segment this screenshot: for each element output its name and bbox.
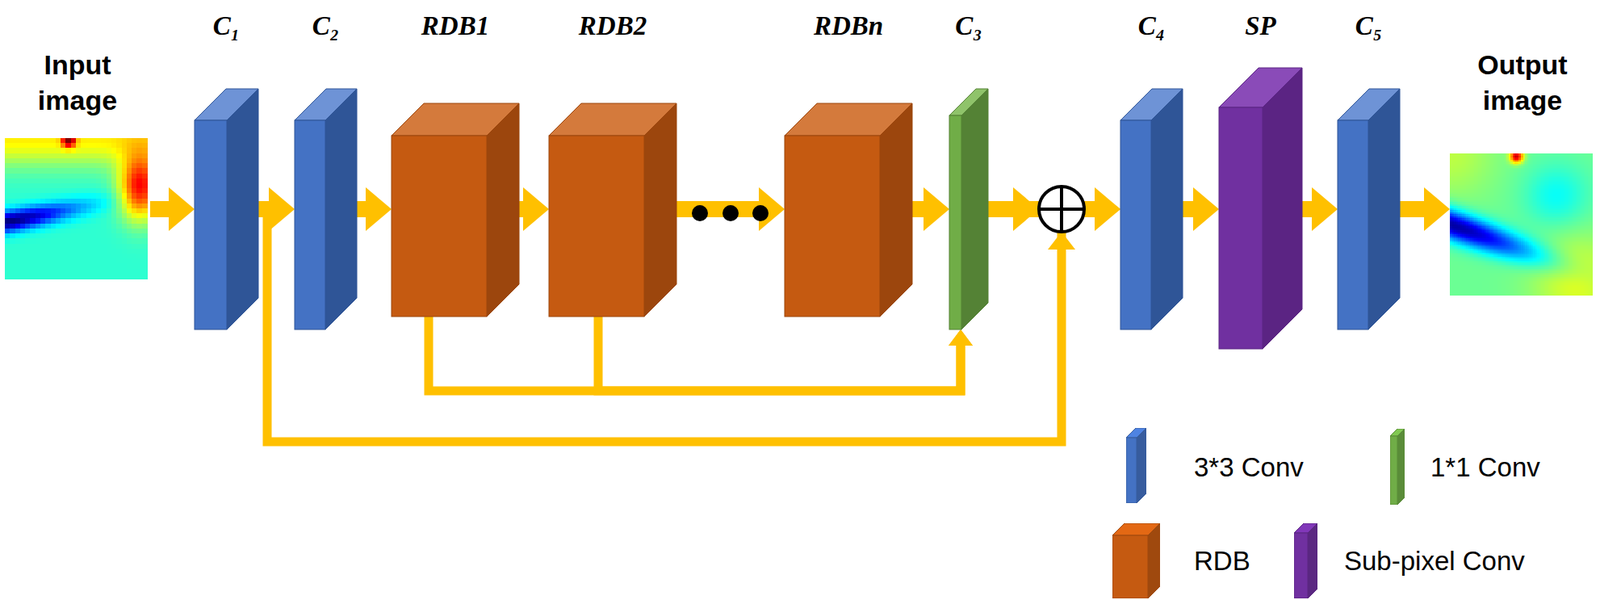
diagram-stage: Input imageC₁C₂RDB1RDB2RDBnC₃C₄SPC₅Outpu… [0, 0, 1600, 600]
